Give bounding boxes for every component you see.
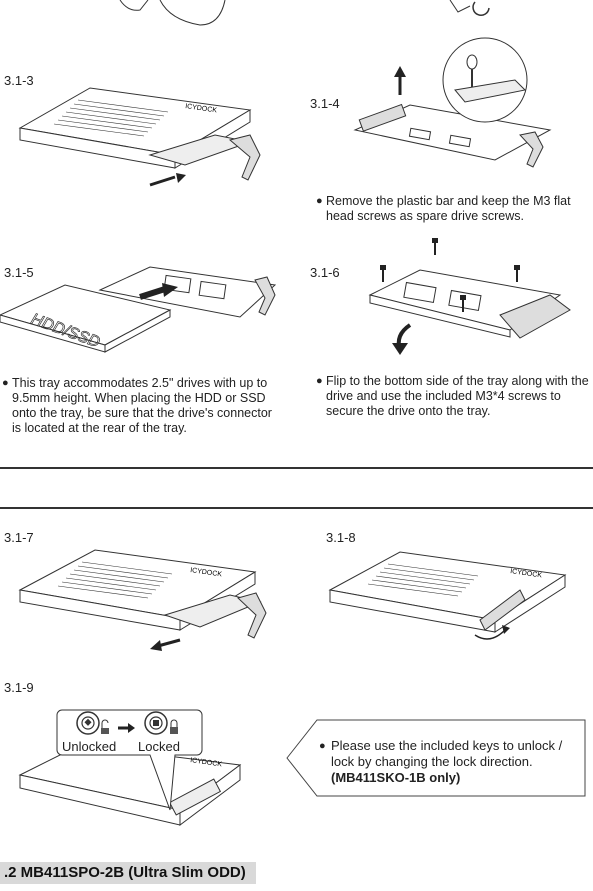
step-label-3-1-8: 3.1-8 xyxy=(326,530,356,545)
vent-grille xyxy=(57,561,173,599)
locked-key-icon xyxy=(144,711,178,735)
step-label-3-1-4: 3.1-4 xyxy=(310,96,340,111)
step-label-3-1-7: 3.1-7 xyxy=(4,530,34,545)
brand-mark: ICYDOCK xyxy=(510,568,543,579)
lock-label-locked: Locked xyxy=(138,739,180,754)
lock-label-unlocked: Unlocked xyxy=(62,739,117,754)
brand-mark: ICYDOCK xyxy=(190,567,223,578)
unlocked-key-icon xyxy=(76,711,109,735)
callout-bubble xyxy=(56,709,203,811)
note-3-1-6: ●Flip to the bottom side of the tray alo… xyxy=(316,374,589,418)
vent-grille xyxy=(367,563,479,597)
top-partial-illustration-left xyxy=(119,0,226,26)
step-label-3-1-9: 3.1-9 xyxy=(4,680,34,695)
separator-rule-top xyxy=(0,467,593,469)
brand-mark: ICYDOCK xyxy=(190,757,223,768)
step-label-3-1-5: 3.1-5 xyxy=(4,265,34,280)
note-3-1-9: ● Please use the included keys to unlock… xyxy=(319,738,563,785)
separator-rule-bottom xyxy=(0,507,593,509)
top-partial-illustration-right xyxy=(449,0,490,16)
section-heading-mb411spo-2b: .2 MB411SPO-2B (Ultra Slim ODD) xyxy=(0,862,256,884)
note-3-1-5: ●This tray accommodates 2.5" drives with… xyxy=(2,376,272,435)
illustration-tray-insert-3-1-3: ICYDOCK xyxy=(18,87,261,187)
illustration-place-drive-3-1-5: HDD/SSD xyxy=(0,266,277,353)
screw-icons xyxy=(380,238,520,312)
step-label-3-1-6: 3.1-6 xyxy=(310,265,340,280)
brand-mark: ICYDOCK xyxy=(185,103,218,114)
note-3-1-4: ●Remove the plastic bar and keep the M3 … xyxy=(316,194,571,223)
illustration-close-lever-3-1-8: ICYDOCK xyxy=(328,551,567,640)
note-3-1-9-model: (MB411SKO-1B only) xyxy=(331,770,461,785)
arrow-right-icon xyxy=(118,723,135,733)
vent-grille xyxy=(53,99,169,137)
note-callout-frame-3-1-9 xyxy=(286,719,586,797)
illustration-insert-tray-3-1-7: ICYDOCK xyxy=(18,549,267,651)
illustration-remove-bar-3-1-4 xyxy=(353,37,552,168)
illustration-lock-3-1-9: ICYDOCK xyxy=(18,709,242,826)
step-label-3-1-3: 3.1-3 xyxy=(4,73,34,88)
illustration-secure-screws-3-1-6 xyxy=(368,238,571,355)
